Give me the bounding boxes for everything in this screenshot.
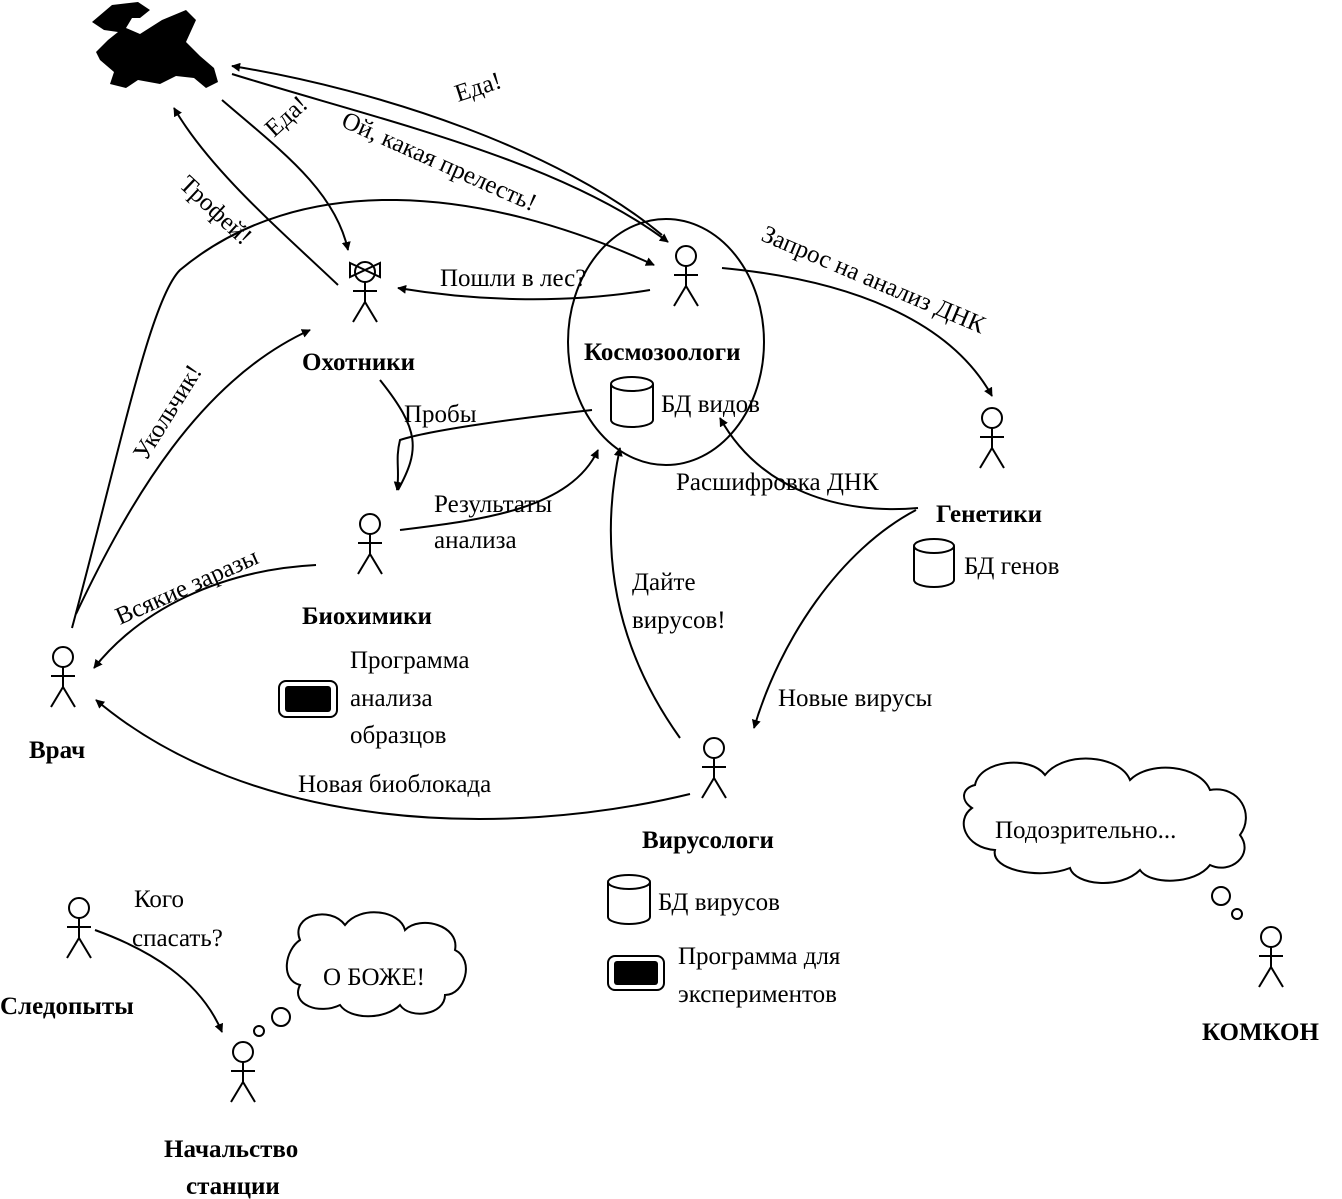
actor-genetics-label: Генетики: [936, 501, 1042, 528]
label-bioblockade: Новая биоблокада: [298, 771, 491, 798]
species-db-label: БД видов: [661, 391, 760, 418]
hunters-hat-icon: [349, 261, 381, 279]
arrow-germs: [93, 564, 317, 669]
viruses-db-label: БД вирусов: [658, 889, 780, 916]
actor-chief-label-2: станции: [186, 1173, 280, 1199]
doctor-figure: [50, 646, 76, 708]
label-trophy: Трофей!: [174, 171, 257, 251]
arrow-go-forest: [397, 284, 651, 301]
actor-biochem-label: Биохимики: [302, 603, 432, 630]
analysis-prog-label-1: Программа: [350, 647, 469, 674]
arrow-samples: [393, 409, 593, 491]
experiment-prog-label-1: Программа для: [678, 943, 841, 970]
label-germs: Всякие заразы: [111, 543, 262, 630]
label-food1: Еда!: [452, 67, 505, 107]
trackers-figure: [66, 897, 92, 959]
label-give-viruses-2: вирусов!: [632, 607, 726, 634]
arrow-trophy: [173, 107, 339, 286]
label-results-2: анализа: [434, 527, 517, 554]
biochem-figure: [357, 513, 383, 575]
label-whom-rescue-2: спасать?: [132, 925, 223, 952]
label-food2: Еда!: [260, 91, 313, 143]
label-dna-request: Запрос на анализ ДНК: [758, 221, 990, 340]
arrow-new-viruses: [751, 509, 917, 729]
label-give-viruses-1: Дайте: [632, 569, 696, 596]
analysis-prog-label-3: образцов: [350, 722, 446, 749]
experiment-prog-label-2: экспериментов: [678, 981, 837, 1008]
actor-chief-label-1: Начальство: [164, 1136, 298, 1163]
arrow-samples-left: [379, 379, 414, 491]
genetics-figure: [979, 407, 1005, 469]
komkon-figure: [1258, 926, 1284, 988]
arrow-dna-request: [721, 267, 993, 397]
label-dna-decode: Расшифровка ДНК: [676, 469, 879, 496]
label-whom-rescue-1: Кого: [134, 886, 184, 913]
actor-doctor-label: Врач: [29, 737, 85, 764]
label-new-viruses: Новые вирусы: [778, 685, 932, 712]
label-go-forest: Пошли в лес?: [440, 265, 586, 292]
chief-thought-text: О БОЖЕ!: [323, 964, 425, 991]
label-samples: Пробы: [404, 401, 477, 428]
arrow-food-hunters: [221, 99, 351, 251]
actor-hunters-label: Охотники: [302, 349, 415, 376]
arrow-food-kosmo: [231, 62, 663, 236]
arrow-whom-rescue: [94, 929, 223, 1033]
genes-db-label: БД генов: [964, 553, 1059, 580]
chief-figure: [230, 1041, 256, 1103]
arrow-dna-decode: [719, 417, 919, 511]
arrow-results: [399, 449, 599, 531]
arrow-to-kosmo-doctor: [71, 198, 655, 629]
actor-virologists-label: Вирусологи: [642, 827, 774, 854]
analysis-program-icon: [278, 680, 338, 718]
label-injection: Укольчик!: [128, 360, 208, 465]
komkon-thought-bubble: [962, 757, 1247, 920]
komkon-thought-text: Подозрительно...: [995, 817, 1176, 844]
kosmo-boundary: [567, 218, 765, 466]
species-db-icon: [610, 376, 654, 428]
actor-kosmo-label: Космозоологи: [584, 339, 741, 366]
genes-db-icon: [913, 538, 955, 588]
experiment-program-icon: [607, 955, 665, 991]
arrow-bioblockade: [95, 699, 691, 820]
virologists-figure: [701, 737, 727, 799]
label-results-1: Результаты: [434, 491, 552, 518]
arrow-cute: [231, 73, 669, 243]
viruses-db-icon: [607, 874, 651, 925]
arrow-give-viruses: [609, 447, 681, 739]
creature-icon: [92, 2, 218, 88]
chief-thought-bubble: [253, 911, 467, 1037]
actor-trackers-label: Следопыты: [0, 993, 134, 1020]
kosmo-figure: [673, 245, 699, 307]
actor-komkon-label: КОМКОН: [1202, 1019, 1319, 1046]
arrow-injection: [75, 329, 311, 615]
analysis-prog-label-2: анализа: [350, 685, 433, 712]
